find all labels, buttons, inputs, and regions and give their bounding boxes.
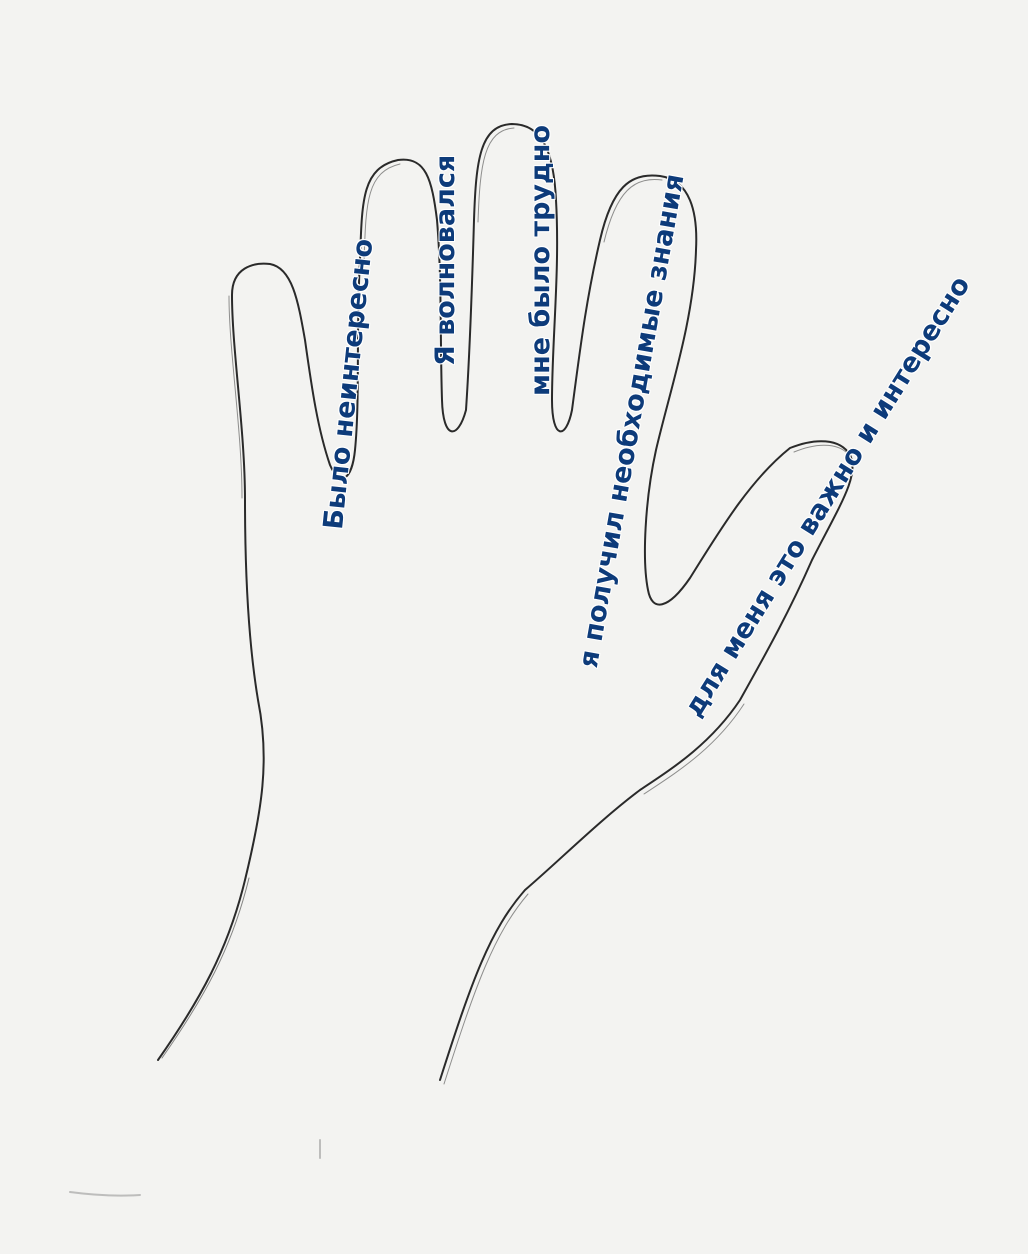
- label-ring-finger: Я волновался: [432, 155, 459, 366]
- label-middle-finger: мне было трудно: [527, 125, 554, 396]
